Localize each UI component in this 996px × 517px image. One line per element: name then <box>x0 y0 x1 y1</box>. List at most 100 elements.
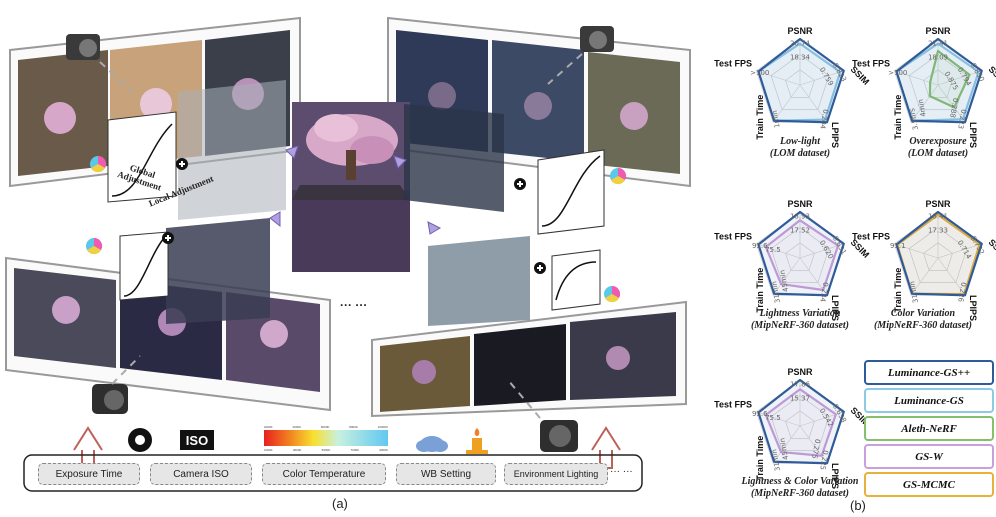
radar-tick-label: 20.74 <box>790 40 811 48</box>
radar-series-luminance-gs- <box>757 378 845 465</box>
radar-tick-label: >100 <box>888 69 907 77</box>
radar-tick-label: 45min <box>778 437 790 460</box>
chart-caption-line: Color Variation <box>890 308 956 319</box>
radar-spoke <box>937 243 982 259</box>
colorbar-tick: 10000K <box>377 425 388 429</box>
radar-tick-label: 18.34 <box>790 53 811 61</box>
radar-series-aleth-nerf <box>928 49 971 109</box>
radar-axis-label: LPIPS <box>830 122 840 148</box>
radar-tick-label: 31min <box>770 448 782 471</box>
radar-axis-label: LPIPS <box>830 463 840 489</box>
radar-spoke <box>894 243 939 259</box>
radar-axis-label: Train Time <box>893 95 903 140</box>
radar-series-gs-w <box>764 219 840 292</box>
radar-series-luminance-gs- <box>895 37 983 124</box>
radar-axis-label: LPIPS <box>968 122 978 148</box>
tone-curves <box>107 111 605 311</box>
radar-tick-label: 93.1 <box>890 242 906 250</box>
radar-tick-label: 0.288 <box>948 97 959 118</box>
radar-spoke <box>910 257 939 296</box>
camera-icon <box>66 26 614 452</box>
factor-chip-environment: Environment Lighting <box>504 463 608 485</box>
radar-tick-label: 75.5 <box>765 246 781 254</box>
chart-caption-line: Low-light <box>779 136 820 147</box>
panel-a-label: (a) <box>332 496 348 511</box>
radar-axis-label: Test FPS <box>852 232 890 242</box>
radar-tick-label: 18.09 <box>928 53 948 61</box>
radar-axis-label: LPIPS <box>830 295 840 321</box>
radar-tick-label: 1min <box>771 110 782 129</box>
radar-spoke <box>937 84 966 123</box>
factor-chip-color-temperature: Color Temperature <box>262 463 386 485</box>
radar-series-luminance-gs- <box>895 210 983 297</box>
pipeline-illustration <box>5 16 691 492</box>
radar-tick-label: 0.204 <box>818 108 829 130</box>
radar-grid <box>785 242 815 271</box>
aperture-icon <box>128 428 152 452</box>
chart-caption-line: (LOM dataset) <box>769 148 831 159</box>
colorbar-tick: 9000K <box>379 448 388 452</box>
radar-tick-label: 18.41 <box>928 213 948 221</box>
radar-grid <box>908 227 968 283</box>
radar-series-luminance-gs- <box>757 210 845 297</box>
radar-tick-label: 0.234 <box>818 281 829 303</box>
chart-caption-line: (MipNeRF-360 dataset) <box>873 320 973 331</box>
colorbar-ticks-top: 2000K 4000K 6000K 8000K 10000K <box>264 424 388 430</box>
radar-tick-label: 17.33 <box>928 226 948 234</box>
radar-spoke <box>799 425 828 464</box>
legend-item: Aleth-NeRF <box>864 416 994 441</box>
radar-axis-label: Test FPS <box>852 59 890 69</box>
ellipsis-label: ··· ··· <box>340 298 368 312</box>
radar-tick-label: 93.6 <box>752 242 768 250</box>
radar-axis-label: Train Time <box>755 268 765 313</box>
radar-tick-label: 45min <box>778 269 790 292</box>
radar-tick-label: 15.37 <box>790 394 810 402</box>
radar-series-gs-w <box>764 388 837 457</box>
radar-axis-label: Test FPS <box>714 59 752 69</box>
chart-caption-line: Overexposure <box>909 136 967 147</box>
colorbar-tick: 1000K <box>264 448 273 452</box>
panel-b-label: (b) <box>850 498 866 513</box>
radar-axis-label: Test FPS <box>714 232 752 242</box>
radar-axis-label: PSNR <box>925 26 951 36</box>
radar-grid <box>923 242 953 271</box>
factor-chip-exposure: Exposure Time <box>38 463 140 485</box>
local-adjustment-overlays <box>166 80 530 326</box>
radar-tick-label: 17.86 <box>790 381 811 389</box>
factor-more: ··· ··· <box>610 466 633 477</box>
radar-axis-label: SSIM <box>987 64 996 87</box>
radar-spoke <box>772 425 801 464</box>
chart-caption-line: (MipNeRF-360 dataset) <box>750 320 850 331</box>
radar-axis-label: Test FPS <box>714 400 752 410</box>
chart-caption-line: (LOM dataset) <box>907 148 969 159</box>
bonsai-scene <box>292 102 410 272</box>
radar-tick-label: 75.5 <box>765 414 781 422</box>
radar-grid <box>770 395 830 451</box>
cloud-icon <box>416 436 448 452</box>
chart-caption: Color Variation (MipNeRF-360 dataset) <box>850 308 996 332</box>
chart-caption: Low-light (LOM dataset) <box>740 136 860 160</box>
radar-axis-label: Train Time <box>755 436 765 481</box>
radar-tick-label: 0.225 <box>818 449 829 470</box>
radar-axis-label: LPIPS <box>968 295 978 321</box>
chart-caption: Overexposure (LOM dataset) <box>878 136 996 160</box>
radar-axis-label: PSNR <box>787 26 813 36</box>
colorbar-tick: 8000K <box>349 425 358 429</box>
radar-tick-label: >100 <box>750 69 769 77</box>
factor-box <box>23 454 643 492</box>
radar-spoke <box>799 84 828 123</box>
radar-series-luminance-gs- <box>757 37 845 124</box>
chart-caption-line: Lightness Variation <box>759 308 841 319</box>
radar-spoke <box>910 84 939 123</box>
radar-axis-label: PSNR <box>787 367 813 377</box>
radar-tick-label: 18.93 <box>790 213 810 221</box>
radar-spoke <box>937 70 982 86</box>
legend-item: GS-MCMC <box>864 472 994 497</box>
iso-icon: ISO <box>180 430 214 450</box>
chart-caption-line: (MipNeRF-360 dataset) <box>750 488 850 499</box>
radar-tick-label: 31min <box>908 280 920 303</box>
chart-caption-line: Lightness & Color Variation <box>741 476 859 487</box>
radar-axis-label: PSNR <box>925 199 951 209</box>
